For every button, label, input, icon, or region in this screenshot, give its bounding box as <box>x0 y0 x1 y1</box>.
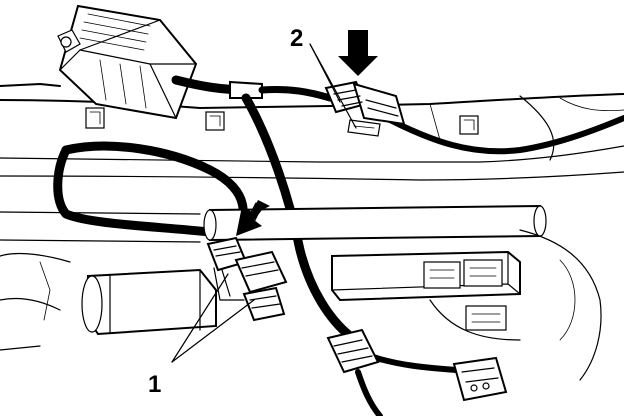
upper-dash-panel <box>0 83 624 181</box>
callout-1-leaders <box>171 273 255 363</box>
callout-2-leaders <box>309 43 357 129</box>
callout-2-label: 2 <box>290 25 303 52</box>
callout-1-label: 1 <box>148 371 161 398</box>
control-module <box>57 4 198 120</box>
connector-2 <box>324 80 406 137</box>
lower-structure <box>0 204 602 381</box>
lower-connectors <box>326 328 508 402</box>
arrow-connector-2 <box>338 30 378 76</box>
arrow-connector-1 <box>236 200 270 236</box>
connector-1-group <box>206 236 288 322</box>
wiring-harness <box>53 75 624 416</box>
